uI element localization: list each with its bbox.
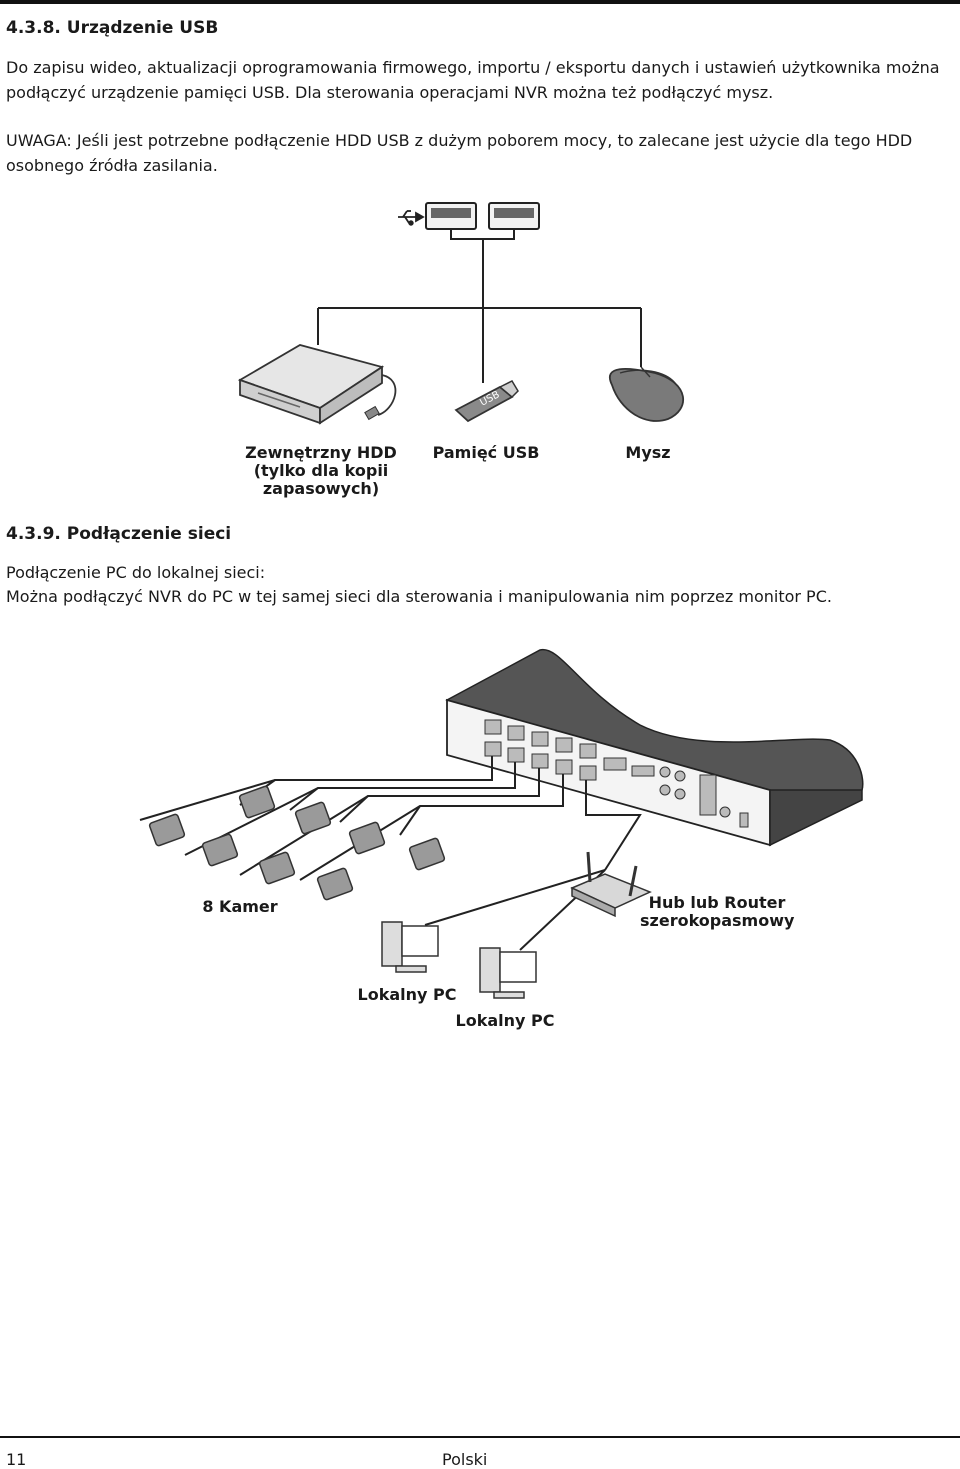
usb-section-note: UWAGA: Jeśli jest potrzebne podłączenie …	[6, 131, 913, 175]
footer-language: Polski	[442, 1450, 488, 1469]
router-icon	[570, 851, 652, 918]
top-rule	[0, 0, 960, 4]
usb-stick-icon: USB	[454, 380, 519, 423]
usb-memory-label: Pamięć USB	[432, 443, 540, 462]
camera-icon	[148, 785, 446, 901]
network-section-line2: Można podłączyć NVR do PC w tej samej si…	[6, 587, 832, 606]
footer-rule	[0, 1436, 960, 1438]
external-hdd-icon	[237, 344, 397, 425]
network-diagram	[139, 649, 864, 999]
usb-port-icon	[488, 202, 540, 230]
connection-lines-icon	[317, 229, 642, 383]
usb-port-icon	[425, 202, 477, 230]
network-section-line1: Podłączenie PC do lokalnej sieci:	[6, 563, 266, 582]
usb-section-paragraph: Do zapisu wideo, aktualizacji oprogramow…	[6, 58, 940, 102]
local-pc-label-2: Lokalny PC	[455, 1011, 555, 1030]
usb-symbol-icon	[398, 210, 425, 226]
nvr-device-icon	[445, 649, 864, 847]
mouse-icon	[609, 366, 684, 422]
pc-icon	[479, 947, 537, 999]
router-label: Hub lub Router szerokopasmowy	[640, 893, 795, 930]
usb-section-heading: 4.3.8. Urządzenie USB	[6, 18, 219, 38]
local-pc-label-1: Lokalny PC	[357, 985, 457, 1004]
mouse-label: Mysz	[625, 443, 671, 462]
external-hdd-label: Zewnętrzny HDD (tylko dla kopii zapasowy…	[245, 443, 397, 498]
pc-icon	[381, 921, 439, 973]
cameras-label: 8 Kamer	[202, 897, 278, 916]
page-number: 11	[6, 1450, 27, 1469]
usb-connection-diagram: USB	[237, 202, 684, 425]
network-section-heading: 4.3.9. Podłączenie sieci	[6, 524, 232, 544]
